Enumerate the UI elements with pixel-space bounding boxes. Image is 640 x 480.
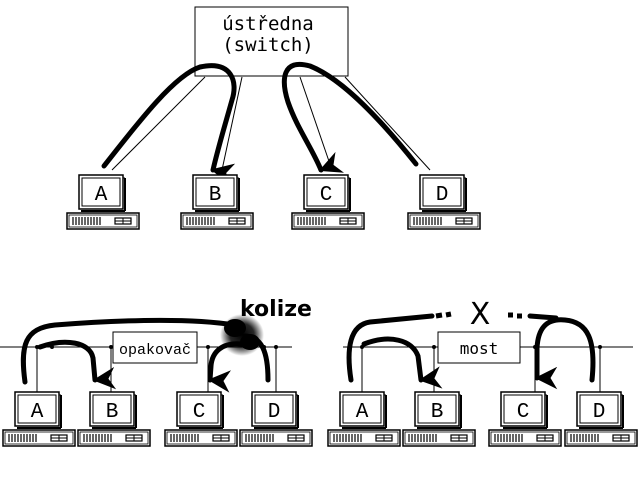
- bridge-computer-a: A: [327, 391, 401, 447]
- switch-label-line2: (switch): [222, 34, 314, 56]
- computer-label: D: [593, 401, 606, 424]
- repeater-computer-c: C: [164, 391, 238, 447]
- repeater-computer-b: B: [77, 391, 151, 447]
- collision-burst: [220, 314, 264, 356]
- bridge-label: most: [460, 339, 499, 358]
- computer-label: B: [209, 184, 222, 207]
- computer-label: A: [31, 401, 44, 424]
- computer-label: D: [268, 401, 281, 424]
- bridge-path-d-out: [527, 313, 559, 321]
- blocked-x-icon: X: [470, 297, 491, 332]
- bridge-box: [437, 331, 521, 364]
- blocked-links: [435, 311, 522, 319]
- top-computer-b: B: [180, 174, 254, 230]
- repeater-section: opakovač kolize: [0, 297, 312, 393]
- computer-label: D: [436, 184, 449, 207]
- signal-path-a-to-b: [37, 339, 117, 390]
- computer-label: C: [320, 184, 333, 207]
- computer-label: C: [193, 401, 206, 424]
- computer-label: C: [517, 401, 530, 424]
- top-computer-a: A: [66, 174, 140, 230]
- bridge-path-a-to-b: [346, 313, 435, 383]
- switch-links: [111, 76, 431, 171]
- frame-path-a-to-b: [101, 63, 237, 186]
- repeater-box: [112, 331, 198, 364]
- signal-path-a: [20, 317, 238, 385]
- frame-path-d-to-c: [281, 61, 419, 173]
- top-computer-c: C: [291, 174, 365, 230]
- bridge-path-d-to-c: [534, 317, 596, 390]
- bridge-path-a-branch-b: [361, 336, 443, 389]
- bridge-section: most X: [343, 297, 633, 392]
- repeater-label: opakovač: [119, 342, 191, 359]
- computer-label: A: [95, 184, 108, 207]
- computer-label: B: [431, 401, 444, 424]
- bridge-computer-b: B: [402, 391, 476, 447]
- top-computer-d: D: [407, 174, 481, 230]
- switch-section: ústředna (switch): [101, 6, 431, 186]
- computer-label: B: [106, 401, 119, 424]
- bridge-computer-d: D: [564, 391, 638, 447]
- collision-label: kolize: [240, 297, 312, 322]
- switch-label-line1: ústředna: [222, 13, 314, 35]
- bridge-computer-c: C: [488, 391, 562, 447]
- repeater-computer-d: D: [239, 391, 313, 447]
- repeater-computer-a: A: [2, 391, 76, 447]
- computer-label: A: [356, 401, 369, 424]
